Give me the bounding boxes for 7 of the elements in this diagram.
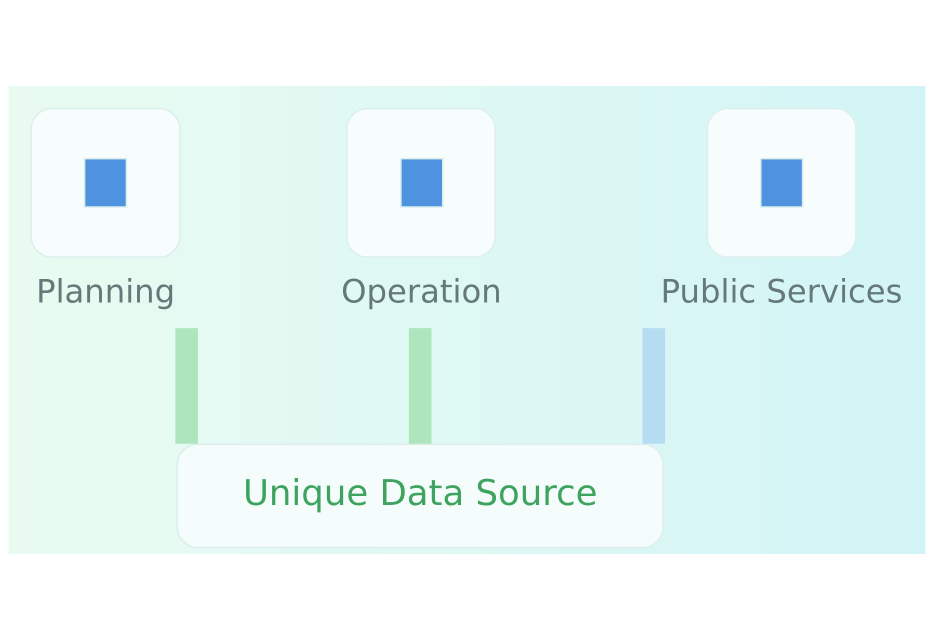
node-box: Unique Data Source [176, 443, 664, 548]
connector [642, 328, 666, 444]
node-label: Operation [341, 272, 502, 310]
connector [175, 328, 198, 444]
node-label: Public Services [660, 272, 902, 310]
node-label: Planning [36, 272, 176, 310]
connector [408, 328, 432, 444]
